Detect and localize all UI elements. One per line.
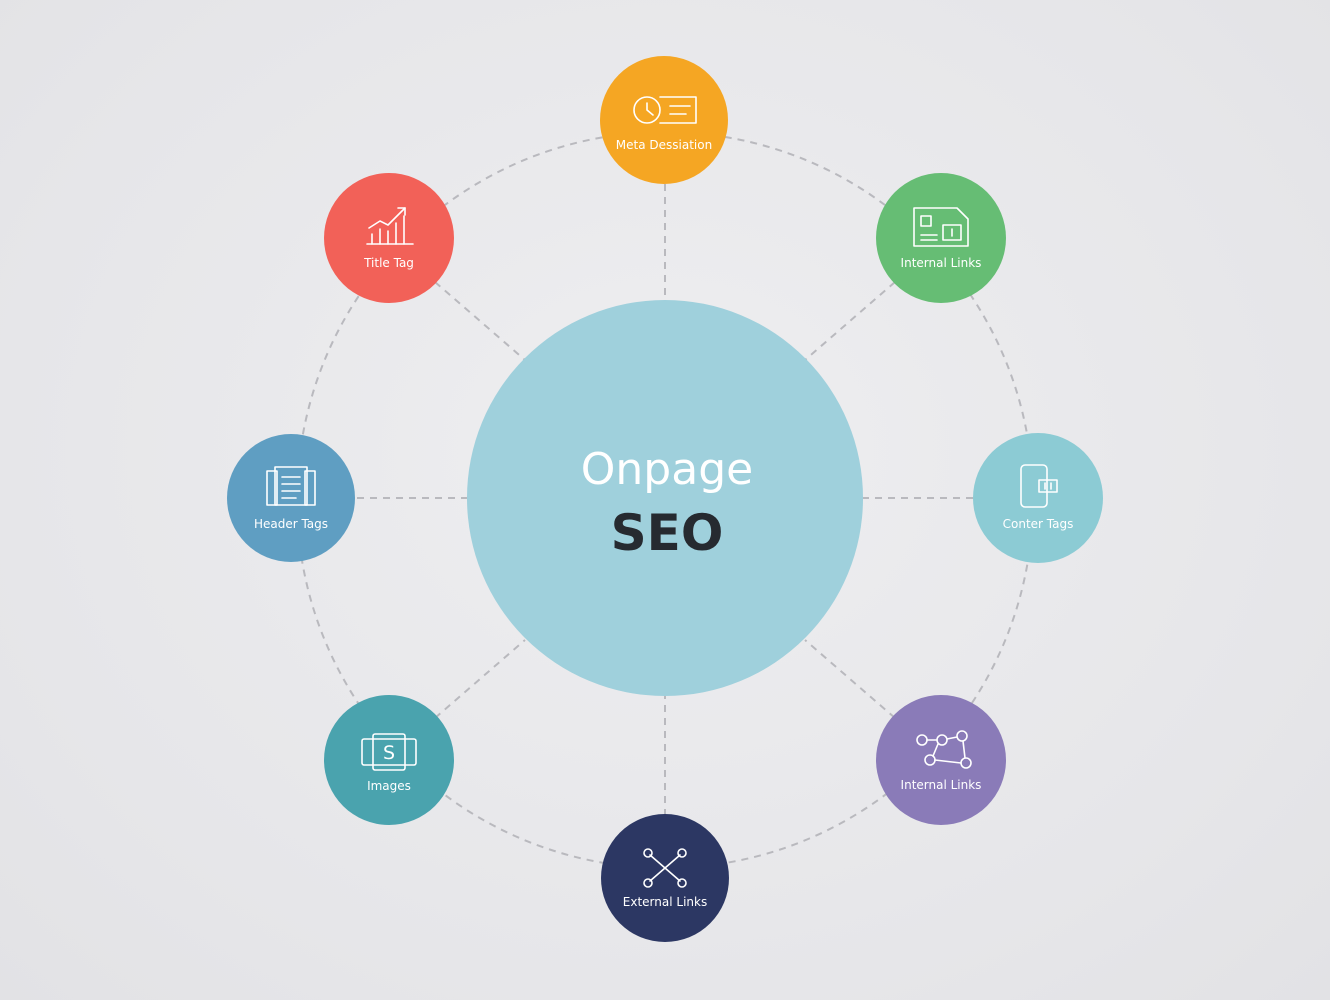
node-conter-tags-label: Conter Tags bbox=[1003, 517, 1074, 531]
spoke-title-tag bbox=[434, 281, 526, 361]
spokes bbox=[357, 184, 973, 816]
network-icon bbox=[916, 730, 972, 769]
node-images[interactable]: S Images bbox=[324, 695, 454, 825]
growth-chart-icon bbox=[366, 207, 414, 245]
center-hub: Onpage SEO bbox=[467, 300, 863, 696]
node-images-label: Images bbox=[367, 779, 411, 793]
node-external-links-circle bbox=[601, 814, 729, 942]
node-header-tags-label: Header Tags bbox=[254, 517, 328, 531]
node-title-tag[interactable]: Title Tag bbox=[324, 173, 454, 303]
center-circle bbox=[467, 300, 863, 696]
center-title: Onpage bbox=[581, 444, 753, 495]
node-conter-tags-circle bbox=[973, 433, 1103, 563]
node-internal-links-bottom[interactable]: Internal Links bbox=[876, 695, 1006, 825]
document-icon bbox=[266, 466, 316, 506]
spoke-images bbox=[434, 639, 526, 719]
id-card-icon bbox=[913, 207, 969, 247]
node-internal-links-top-circle bbox=[876, 173, 1006, 303]
clock-card-icon bbox=[633, 96, 697, 124]
node-external-links[interactable]: External Links bbox=[601, 814, 729, 942]
node-internal-links-top[interactable]: Internal Links bbox=[876, 173, 1006, 303]
image-frame-icon: S bbox=[361, 733, 417, 771]
svg-text:S: S bbox=[383, 742, 395, 764]
node-internal-links-top-label: Internal Links bbox=[901, 256, 982, 270]
node-meta-description-label: Meta Dessiation bbox=[616, 138, 712, 152]
node-conter-tags[interactable]: Conter Tags bbox=[973, 433, 1103, 563]
node-internal-links-bottom-label: Internal Links bbox=[901, 778, 982, 792]
spoke-internal-links-bottom bbox=[804, 639, 896, 719]
device-icon bbox=[1020, 464, 1058, 508]
node-title-tag-label: Title Tag bbox=[363, 256, 414, 270]
node-meta-description-circle bbox=[600, 56, 728, 184]
node-external-links-label: External Links bbox=[623, 895, 707, 909]
crossed-links-icon bbox=[643, 848, 687, 888]
node-meta-description[interactable]: Meta Dessiation bbox=[600, 56, 728, 184]
node-header-tags[interactable]: Header Tags bbox=[227, 434, 355, 562]
node-title-tag-circle bbox=[324, 173, 454, 303]
spoke-internal-links-top bbox=[804, 281, 896, 361]
center-subtitle: SEO bbox=[611, 504, 724, 562]
node-images-circle bbox=[324, 695, 454, 825]
